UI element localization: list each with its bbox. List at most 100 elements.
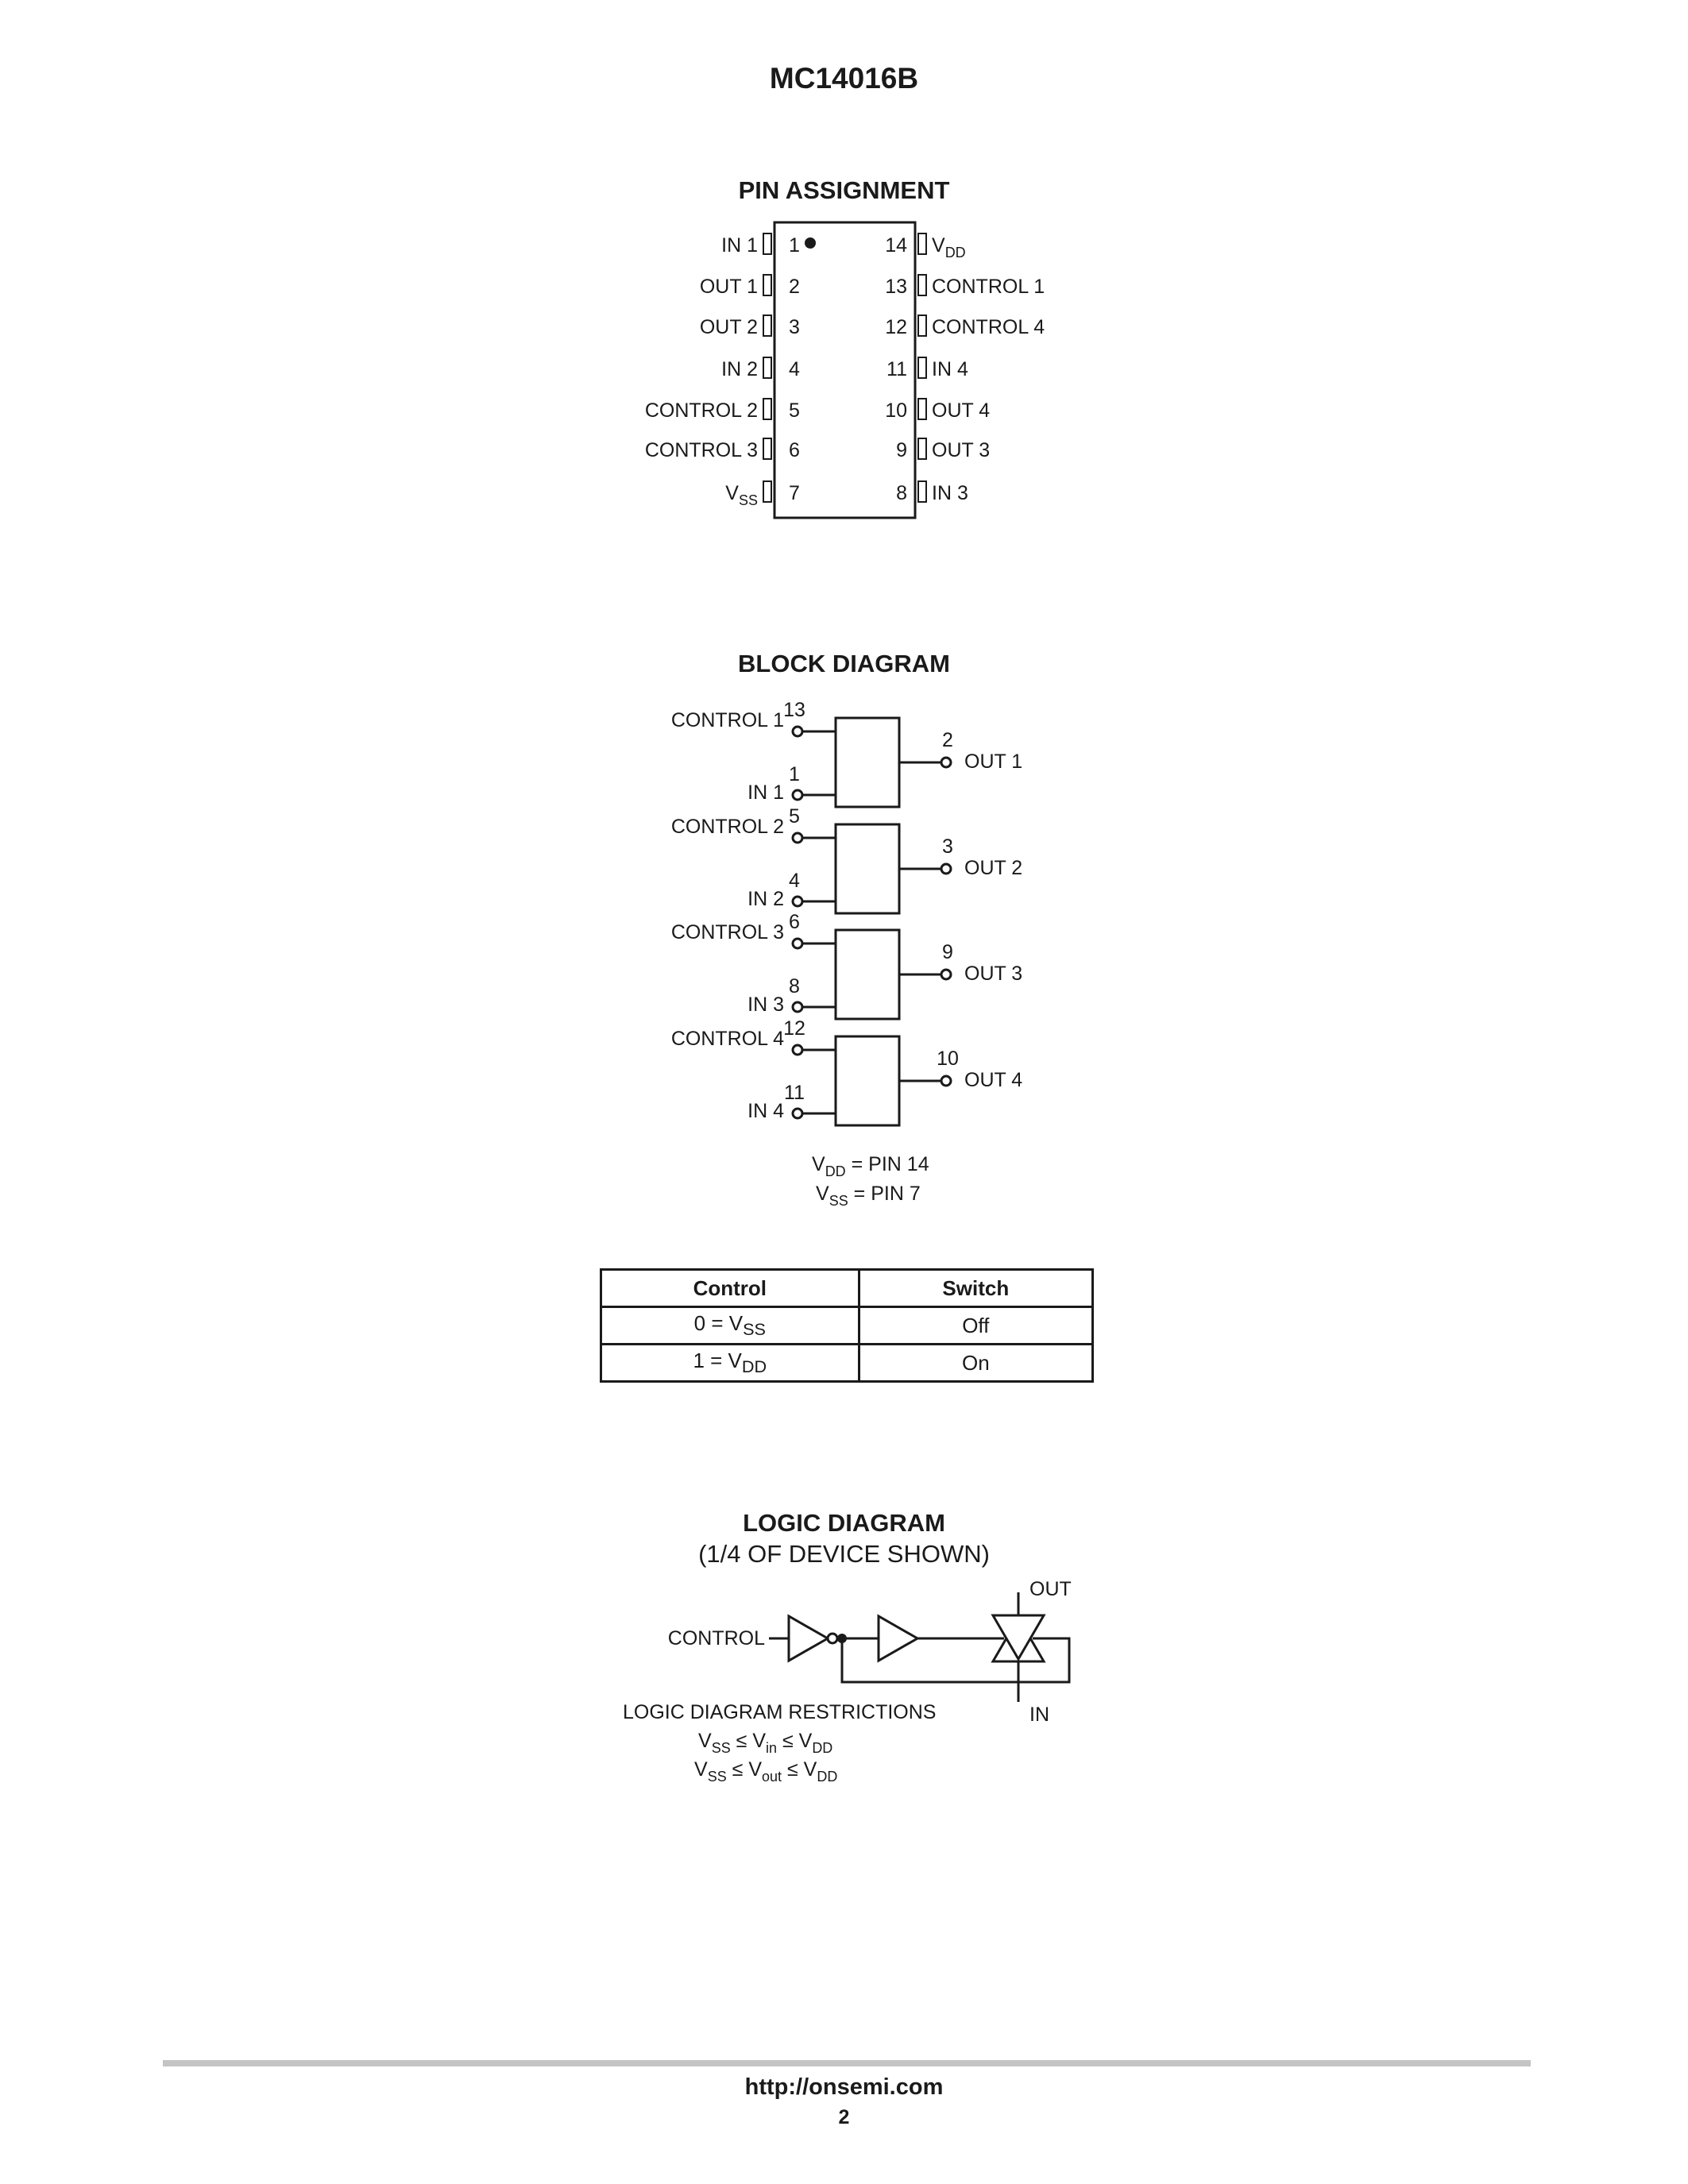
input-label: IN 3 [747, 994, 784, 1016]
output-label: OUT 2 [964, 857, 1022, 879]
input-label: IN 2 [747, 888, 784, 910]
pin-name: IN 1 [721, 234, 758, 257]
pin-number: 4 [789, 358, 800, 380]
pin-number: 5 [789, 399, 800, 422]
pin-number: 2 [789, 276, 800, 298]
input-label: IN 4 [747, 1100, 784, 1122]
input-terminal [791, 1001, 804, 1013]
output-pin-number: 3 [942, 835, 953, 858]
pin-number: 7 [789, 482, 800, 504]
pin-lead [763, 480, 772, 503]
note-vss: VSS = PIN 7 [816, 1183, 921, 1209]
footer-url-link[interactable]: http://onsemi.com [744, 2074, 944, 2100]
control-label: CONTROL 2 [671, 816, 784, 838]
pin-lead [763, 398, 772, 420]
document-title: MC14016B [769, 62, 919, 95]
pin-lead [917, 274, 927, 296]
control-terminal [791, 832, 804, 844]
control-pin-number: 6 [789, 911, 800, 933]
buffer-triangle [877, 1614, 921, 1663]
control-label: CONTROL 3 [671, 921, 784, 943]
pin-name: CONTROL 2 [645, 399, 758, 422]
pin-number: 9 [896, 439, 907, 461]
in-label: IN [1029, 1704, 1049, 1726]
header-switch: Switch [857, 1268, 1095, 1308]
output-label: OUT 3 [964, 963, 1022, 985]
header-control: Control [600, 1268, 860, 1308]
pin-number: 1 [789, 234, 800, 257]
pin-number: 10 [885, 399, 907, 422]
pin-lead [763, 233, 772, 255]
control-cell: 0 = VSS [600, 1306, 860, 1345]
table-row: 0 = VSS Off [600, 1306, 1095, 1345]
output-terminal [940, 1075, 952, 1087]
pin-number: 13 [885, 276, 907, 298]
input-terminal [791, 895, 804, 908]
logic-diagram-subtitle: (1/4 OF DEVICE SHOWN) [698, 1540, 990, 1568]
pin-name: IN 3 [932, 482, 968, 504]
control-terminal [791, 725, 804, 738]
input-pin-number: 4 [789, 870, 800, 892]
pin1-indicator-dot [805, 237, 816, 249]
pin-assignment-title: PIN ASSIGNMENT [738, 176, 950, 204]
output-label: OUT 1 [964, 751, 1022, 773]
pin-name: OUT 1 [700, 276, 758, 298]
pin-number: 3 [789, 316, 800, 338]
pin-lead [763, 274, 772, 296]
table-row: 1 = VDD On [600, 1343, 1095, 1383]
input-terminal [791, 1107, 804, 1120]
pin-lead [917, 233, 927, 255]
restriction-vout: VSS ≤ Vout ≤ VDD [694, 1758, 837, 1785]
table-header-row: Control Switch [600, 1268, 1095, 1308]
footer-divider [163, 2060, 1531, 2066]
pin-lead [917, 438, 927, 460]
pin-number: 12 [885, 316, 907, 338]
pin-name: IN 2 [721, 358, 758, 380]
control-cell: 1 = VDD [600, 1343, 860, 1383]
control-label: CONTROL 1 [671, 709, 784, 731]
pin-lead [917, 398, 927, 420]
inverted-gate-wire [840, 1637, 1071, 1684]
input-pin-number: 1 [789, 763, 800, 785]
out-label: OUT [1029, 1578, 1072, 1600]
control-terminal [791, 1044, 804, 1056]
control-label: CONTROL 4 [671, 1028, 784, 1050]
pin-name: IN 4 [932, 358, 968, 380]
control-pin-number: 13 [783, 699, 805, 721]
switch-cell: On [857, 1343, 1095, 1383]
pin-name: OUT 4 [932, 399, 990, 422]
pin-lead [917, 357, 927, 379]
output-terminal [940, 862, 952, 875]
transmission-gate-down [991, 1614, 1046, 1661]
pin-name: VDD [932, 234, 966, 260]
pin-lead [917, 480, 927, 503]
output-label: OUT 4 [964, 1069, 1022, 1091]
pin-name: CONTROL 1 [932, 276, 1045, 298]
output-terminal [940, 968, 952, 981]
inverter-triangle [787, 1614, 831, 1663]
pin-lead [763, 357, 772, 379]
inverter-bubble [826, 1632, 839, 1645]
note-vdd: VDD = PIN 14 [812, 1153, 929, 1179]
pin-name: OUT 3 [932, 439, 990, 461]
pin-name: CONTROL 3 [645, 439, 758, 461]
pin-lead [763, 314, 772, 337]
output-pin-number: 9 [942, 941, 953, 963]
control-label: CONTROL [668, 1627, 765, 1650]
junction-dot [837, 1634, 847, 1643]
input-pin-number: 11 [784, 1082, 805, 1104]
control-terminal [791, 937, 804, 950]
restrictions-title: LOGIC DIAGRAM RESTRICTIONS [623, 1701, 936, 1723]
block-diagram-title: BLOCK DIAGRAM [738, 650, 950, 677]
output-terminal [940, 756, 952, 769]
input-label: IN 1 [747, 781, 784, 804]
input-terminal [791, 789, 804, 801]
pin-number: 6 [789, 439, 800, 461]
pin-name: VSS [725, 482, 758, 508]
